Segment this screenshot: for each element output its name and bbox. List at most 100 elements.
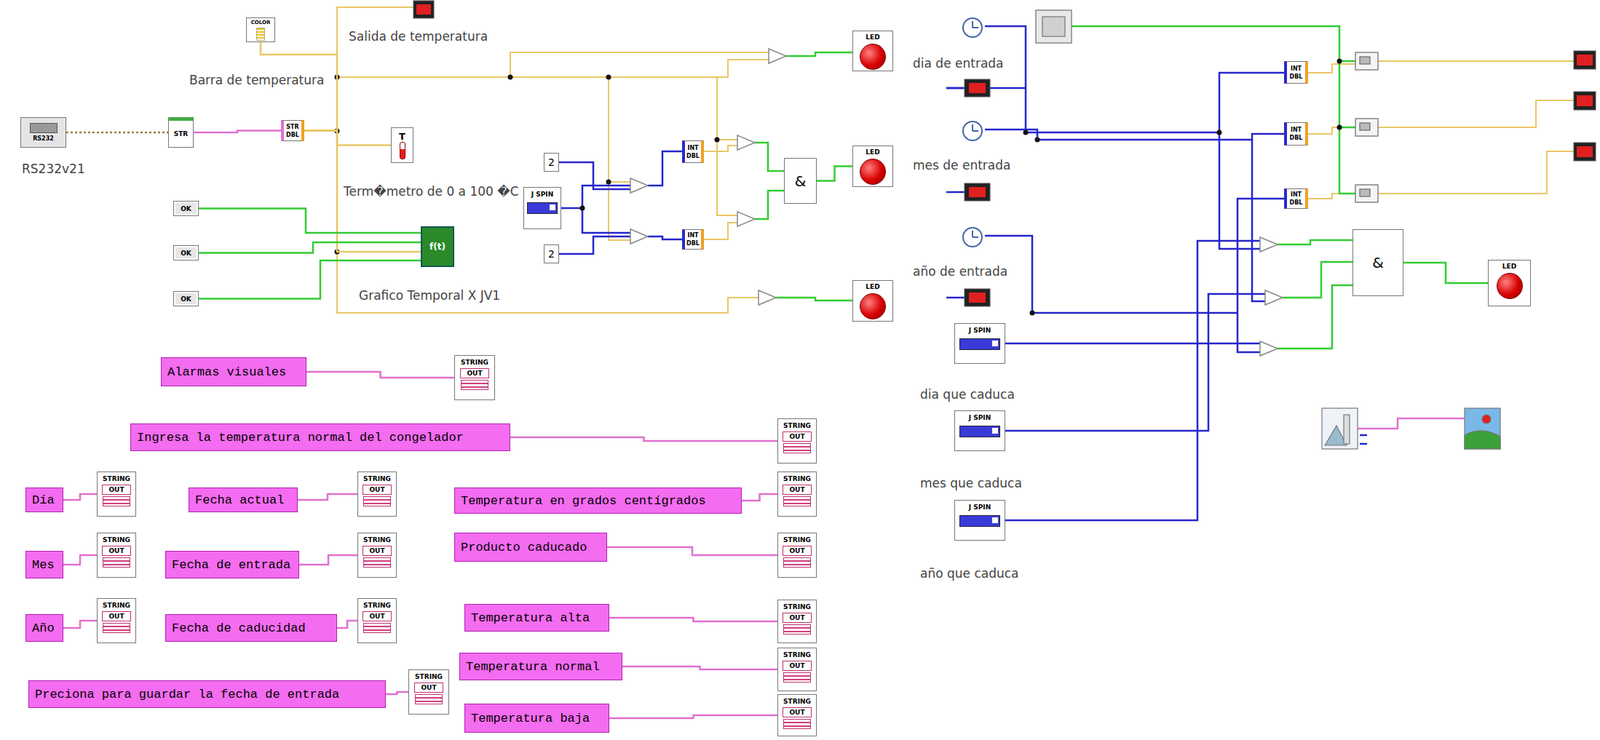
node-text: COLOR (251, 19, 271, 27)
node-text: DBL (286, 131, 300, 140)
node-text: STRING (102, 535, 131, 545)
string-constant: Fecha actual (188, 487, 298, 513)
int-wire (647, 151, 683, 186)
wire-connector (816, 166, 853, 182)
node-text: STRING (363, 535, 391, 545)
double-wire (1308, 64, 1356, 73)
caption-label: año que caduca (918, 566, 1021, 581)
ok-button: OK (173, 200, 199, 217)
string-constant: Temperatura en grados centígrados (454, 487, 742, 514)
bool-wire (754, 26, 1356, 349)
save-button (1035, 10, 1072, 43)
icon-detail (29, 123, 58, 134)
node-text: J SPIN (531, 189, 554, 199)
int-wire (946, 296, 965, 300)
wire-connector (510, 437, 778, 442)
icon-detail (959, 338, 1001, 351)
double-wire (703, 145, 738, 152)
clock-icon (963, 18, 982, 38)
double-wire (337, 59, 769, 78)
wire-connector (198, 208, 421, 234)
double-wire (510, 52, 769, 78)
comparator-symbol (1260, 237, 1278, 252)
node-text: INT (1290, 125, 1302, 134)
display-segments (416, 4, 431, 15)
icon-detail (783, 443, 811, 454)
int-wire (559, 236, 631, 255)
icon-detail (959, 515, 1001, 528)
save-button (1035, 10, 1072, 43)
node-text: J SPIN (968, 503, 991, 512)
int-wire (1005, 240, 1261, 521)
image-icon (1321, 408, 1501, 450)
node-text: INT (1290, 64, 1302, 73)
led-indicator: LED (852, 280, 894, 322)
comparator-symbol (1260, 341, 1278, 356)
string-output-block: STRINGOUT (357, 471, 397, 517)
node-text: OUT (101, 611, 132, 622)
numeric-display (1573, 142, 1596, 161)
memory-block (1355, 118, 1378, 137)
type-converter: INTDBL (682, 229, 704, 250)
image-icon (1464, 408, 1501, 450)
node-text: Fecha de entrada (171, 558, 291, 573)
type-converter: INTDBL (1284, 61, 1309, 84)
node-text: Fecha de caducidad (171, 621, 306, 636)
string-constant: Temperatura alta (464, 604, 610, 632)
wire-connector (198, 242, 421, 254)
node-text: INT (687, 231, 699, 240)
int-wire (984, 198, 1285, 314)
node-text: Año (32, 621, 55, 636)
icon-detail (363, 557, 391, 568)
display-segments (968, 292, 986, 303)
node-text: f(t) (429, 241, 446, 252)
node-text: STRING (783, 474, 811, 484)
display-segments (1576, 146, 1593, 158)
clock-icon (963, 18, 982, 247)
double-wire (1377, 100, 1576, 128)
caption-label: mes de entrada (911, 157, 1012, 173)
icon-detail (859, 158, 886, 185)
and-gate: & (783, 157, 817, 204)
node-text: OUT (101, 545, 132, 557)
node-text: STRING (783, 421, 811, 431)
string-constant: Fecha de entrada (165, 551, 300, 579)
node-text: RS232 (32, 135, 54, 143)
comparator-symbol (630, 48, 1283, 356)
and-gate: & (1352, 229, 1404, 297)
int-wire (1005, 342, 1261, 346)
node-text: J SPIN (968, 413, 991, 423)
spin-control: J SPIN (954, 323, 1006, 364)
node-text: LED (865, 147, 880, 157)
node-text: STR (173, 130, 189, 138)
junction-dot (1035, 137, 1041, 143)
comparator-symbol (630, 178, 648, 193)
node-text: Alarmas visuales (167, 365, 287, 380)
string-constant: Temperatura normal (459, 652, 623, 681)
caption-label: Grafico Temporal X JV1 (357, 288, 502, 303)
wire-connector (337, 620, 358, 629)
icon-detail (859, 43, 886, 70)
image-icon (1464, 430, 1501, 450)
int-wire (559, 26, 1368, 521)
bool-wire (1071, 26, 1356, 194)
caption-label: RS232v21 (20, 161, 87, 177)
int-wire (946, 191, 965, 194)
double-wire (703, 222, 738, 240)
icon-detail (783, 496, 811, 507)
icon-detail (783, 672, 811, 683)
wire-connector (1403, 262, 1488, 284)
node-text: LED (865, 32, 880, 42)
icon-detail (460, 379, 489, 391)
wire-connector (741, 494, 778, 501)
save-button (1042, 16, 1065, 37)
node-text: STRING (460, 358, 489, 367)
int-wire (1359, 435, 1368, 445)
double-wire (717, 139, 738, 141)
node-text: DBL (686, 239, 700, 248)
type-converter: STRDBL (280, 120, 305, 142)
icon-detail (102, 557, 131, 568)
double-wire (1377, 60, 1576, 62)
node-text: STRING (414, 672, 443, 682)
double-wire (337, 7, 1576, 314)
